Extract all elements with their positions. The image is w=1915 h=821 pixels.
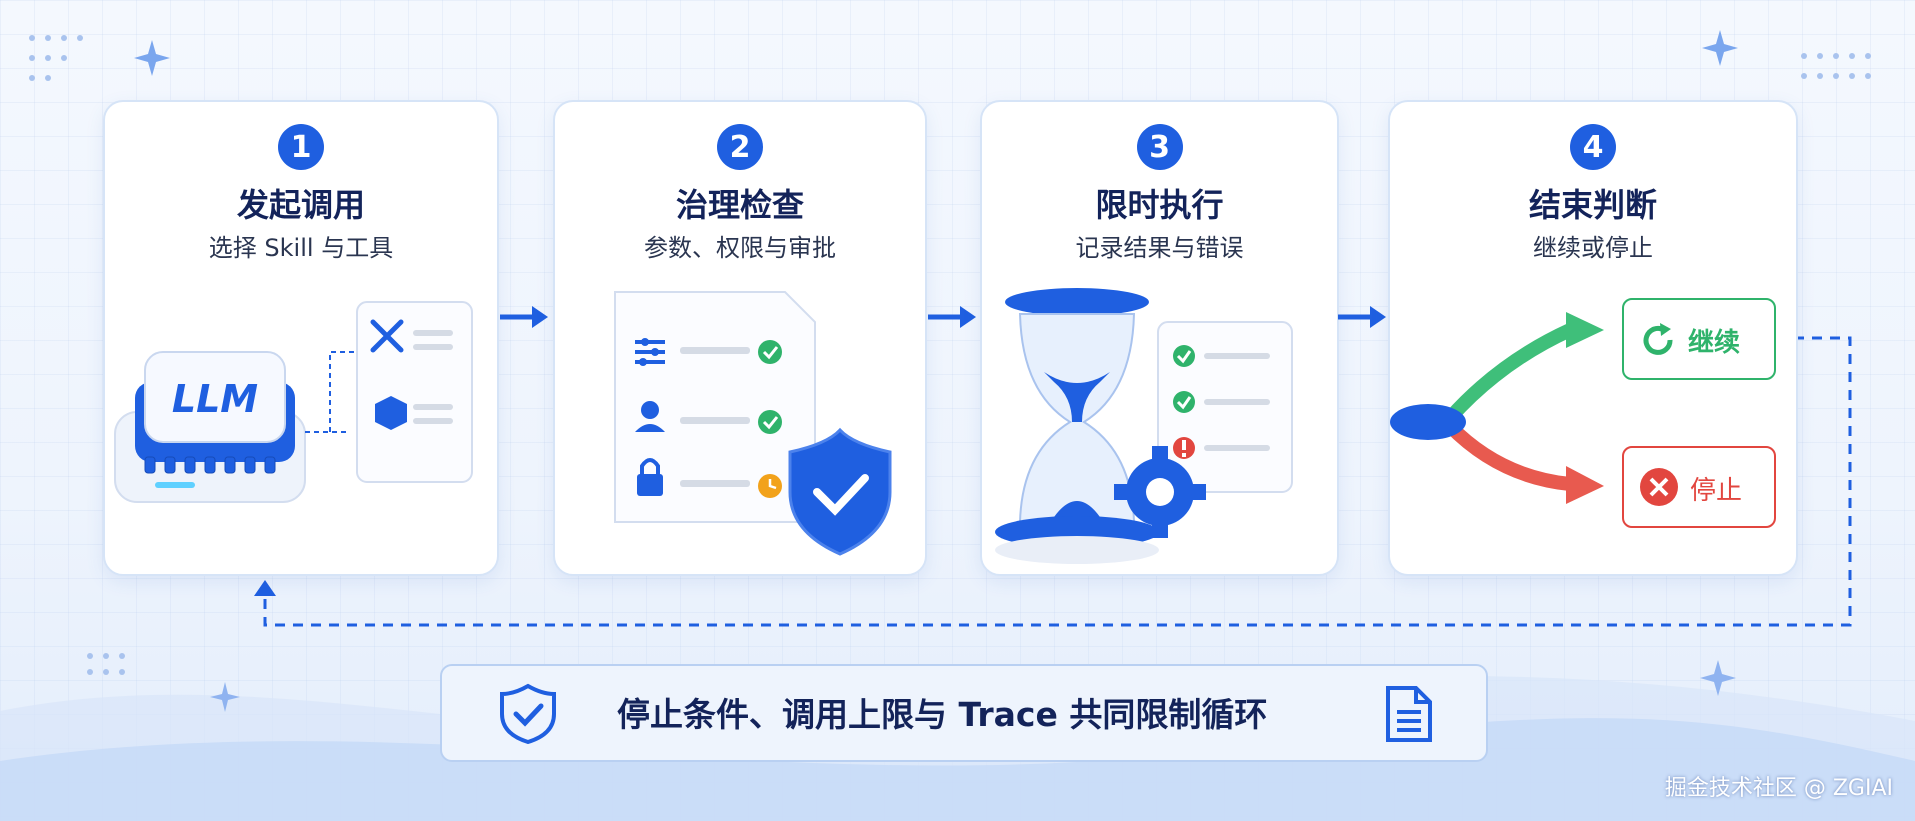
- step-number-badge: 2: [717, 124, 763, 170]
- step-number-badge: 3: [1136, 124, 1183, 170]
- dot-grid-decoration: [87, 653, 125, 675]
- continue-arrow: [1566, 312, 1604, 348]
- close-icon: [1640, 468, 1678, 506]
- flow-arrow-icon: [1338, 306, 1386, 328]
- refresh-icon: [1643, 323, 1673, 355]
- document-icon: [1386, 686, 1432, 742]
- continue-label: 继续: [1688, 328, 1741, 358]
- sparkle-icon: [210, 682, 240, 712]
- lock-icon: [637, 474, 663, 496]
- hourglass-illustration: [995, 288, 1293, 564]
- sparkle-icon: [1702, 30, 1738, 66]
- watermark: 掘金技术社区 @ ZGIAI: [1664, 776, 1893, 801]
- continue-option: 继续: [1622, 298, 1776, 380]
- flow-arrow-icon: [500, 306, 548, 328]
- step-subtitle: 参数、权限与审批: [644, 234, 836, 262]
- step-subtitle: 继续或停止: [1533, 234, 1653, 262]
- step-title: 限时执行: [1095, 186, 1224, 224]
- step-subtitle: 记录结果与错误: [1075, 234, 1244, 262]
- step-card-2: 2 治理检查 参数、权限与审批: [553, 100, 927, 576]
- step-title: 治理检查: [675, 186, 804, 224]
- llm-chip-label: LLM: [172, 377, 258, 421]
- step-title: 结束判断: [1528, 186, 1657, 224]
- dot-grid-decoration: [29, 35, 83, 81]
- governance-document-illustration: [614, 291, 892, 556]
- dot-grid-decoration: [1801, 53, 1871, 79]
- tools-icon: [370, 319, 404, 353]
- shield-check-icon: [788, 427, 892, 556]
- step-card-1: 1 发起调用 选择 Skill 与工具 LLM: [103, 100, 499, 576]
- user-icon: [641, 401, 659, 419]
- step-number-badge: 1: [278, 124, 324, 170]
- gear-icon: [1114, 446, 1206, 538]
- llm-chip-illustration: LLM: [114, 301, 473, 503]
- shield-check-icon: [500, 683, 556, 744]
- summary-text: 停止条件、调用上限与 Trace 共同限制循环: [617, 695, 1268, 734]
- stop-label: 停止: [1690, 476, 1743, 506]
- decision-branch-illustration: [1390, 312, 1604, 504]
- step-subtitle: 选择 Skill 与工具: [208, 234, 394, 262]
- decision-node: [1390, 404, 1466, 440]
- step-title: 发起调用: [236, 186, 365, 224]
- cube-icon: [375, 396, 407, 430]
- sparkle-icon: [134, 40, 170, 76]
- sliders-icon: [635, 338, 665, 366]
- flow-arrow-icon: [928, 306, 976, 328]
- step-number-badge: 4: [1570, 124, 1616, 170]
- stop-arrow: [1566, 466, 1604, 504]
- stop-option: 停止: [1622, 446, 1776, 528]
- step-card-3: 3 限时执行 记录结果与错误: [980, 100, 1339, 576]
- sparkle-icon: [1700, 660, 1736, 696]
- step-card-4: 4 结束判断 继续或停止 继续 停止: [1388, 100, 1798, 576]
- summary-banner: 停止条件、调用上限与 Trace 共同限制循环: [440, 664, 1488, 762]
